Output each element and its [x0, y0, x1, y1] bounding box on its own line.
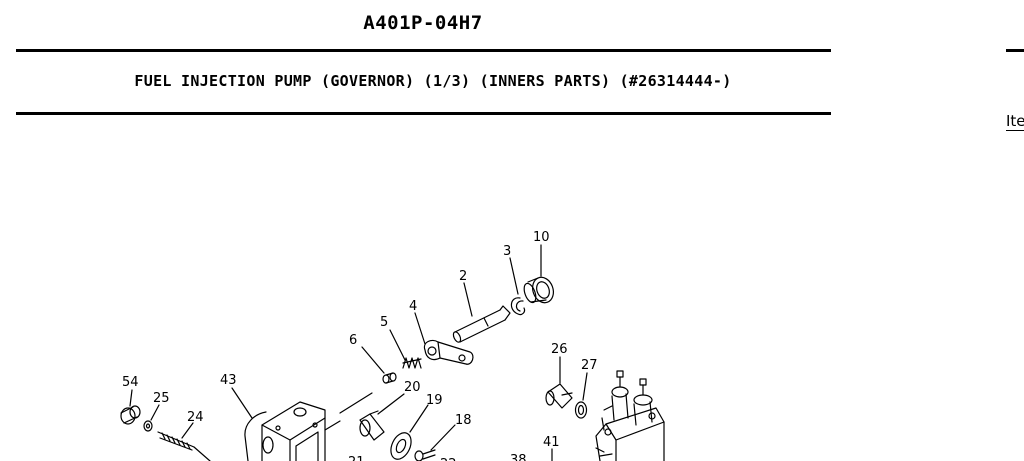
part-4-lever — [423, 339, 474, 365]
sheet-code: A401P-04H7 — [363, 12, 483, 34]
callout-2: 2 — [459, 269, 467, 284]
header-rule-top — [16, 49, 831, 52]
part-20-plug — [359, 410, 385, 441]
callout-27: 27 — [581, 358, 598, 373]
part-18-bolt — [414, 449, 436, 461]
callout-labels: 10 3 2 4 5 6 26 27 54 43 20 25 19 24 18 … — [122, 230, 598, 461]
item-column-header: Ite — [1006, 112, 1024, 131]
callout-3: 3 — [503, 244, 511, 259]
pump-barrel-assembly — [595, 370, 665, 461]
part-25-washer — [143, 420, 153, 432]
callout-4: 4 — [409, 299, 417, 314]
callout-25: 25 — [153, 391, 170, 406]
sheet-title: FUEL INJECTION PUMP (GOVERNOR) (1/3) (IN… — [134, 72, 732, 90]
callout-41: 41 — [543, 435, 560, 450]
part-19-ring — [390, 432, 412, 460]
part-6-collar — [382, 372, 397, 384]
callout-22: 22 — [440, 457, 457, 461]
header-rule-bottom — [16, 112, 831, 115]
callout-54: 54 — [122, 375, 139, 390]
callout-6: 6 — [349, 333, 357, 348]
callout-43: 43 — [220, 373, 237, 388]
callout-24: 24 — [187, 410, 204, 425]
callout-21: 21 — [348, 455, 365, 461]
part-3-snap-ring — [510, 297, 526, 316]
part-43-gasket — [244, 411, 267, 461]
callout-38: 38 — [510, 453, 527, 461]
part-5-spring — [402, 357, 422, 369]
part-27-washer — [574, 401, 588, 419]
part-2-shaft — [452, 305, 511, 343]
governor-housing — [261, 392, 373, 461]
callout-19: 19 — [426, 393, 443, 408]
table-rule-top — [1006, 49, 1024, 52]
callout-5: 5 — [380, 315, 388, 330]
callout-18: 18 — [455, 413, 472, 428]
part-54-cap — [120, 405, 141, 425]
callout-26: 26 — [551, 342, 568, 357]
callout-10: 10 — [533, 230, 550, 245]
callout-20: 20 — [404, 380, 421, 395]
part-26-plug — [545, 383, 573, 409]
part-24-bolt — [157, 431, 211, 461]
part-10-bushing — [523, 276, 554, 304]
